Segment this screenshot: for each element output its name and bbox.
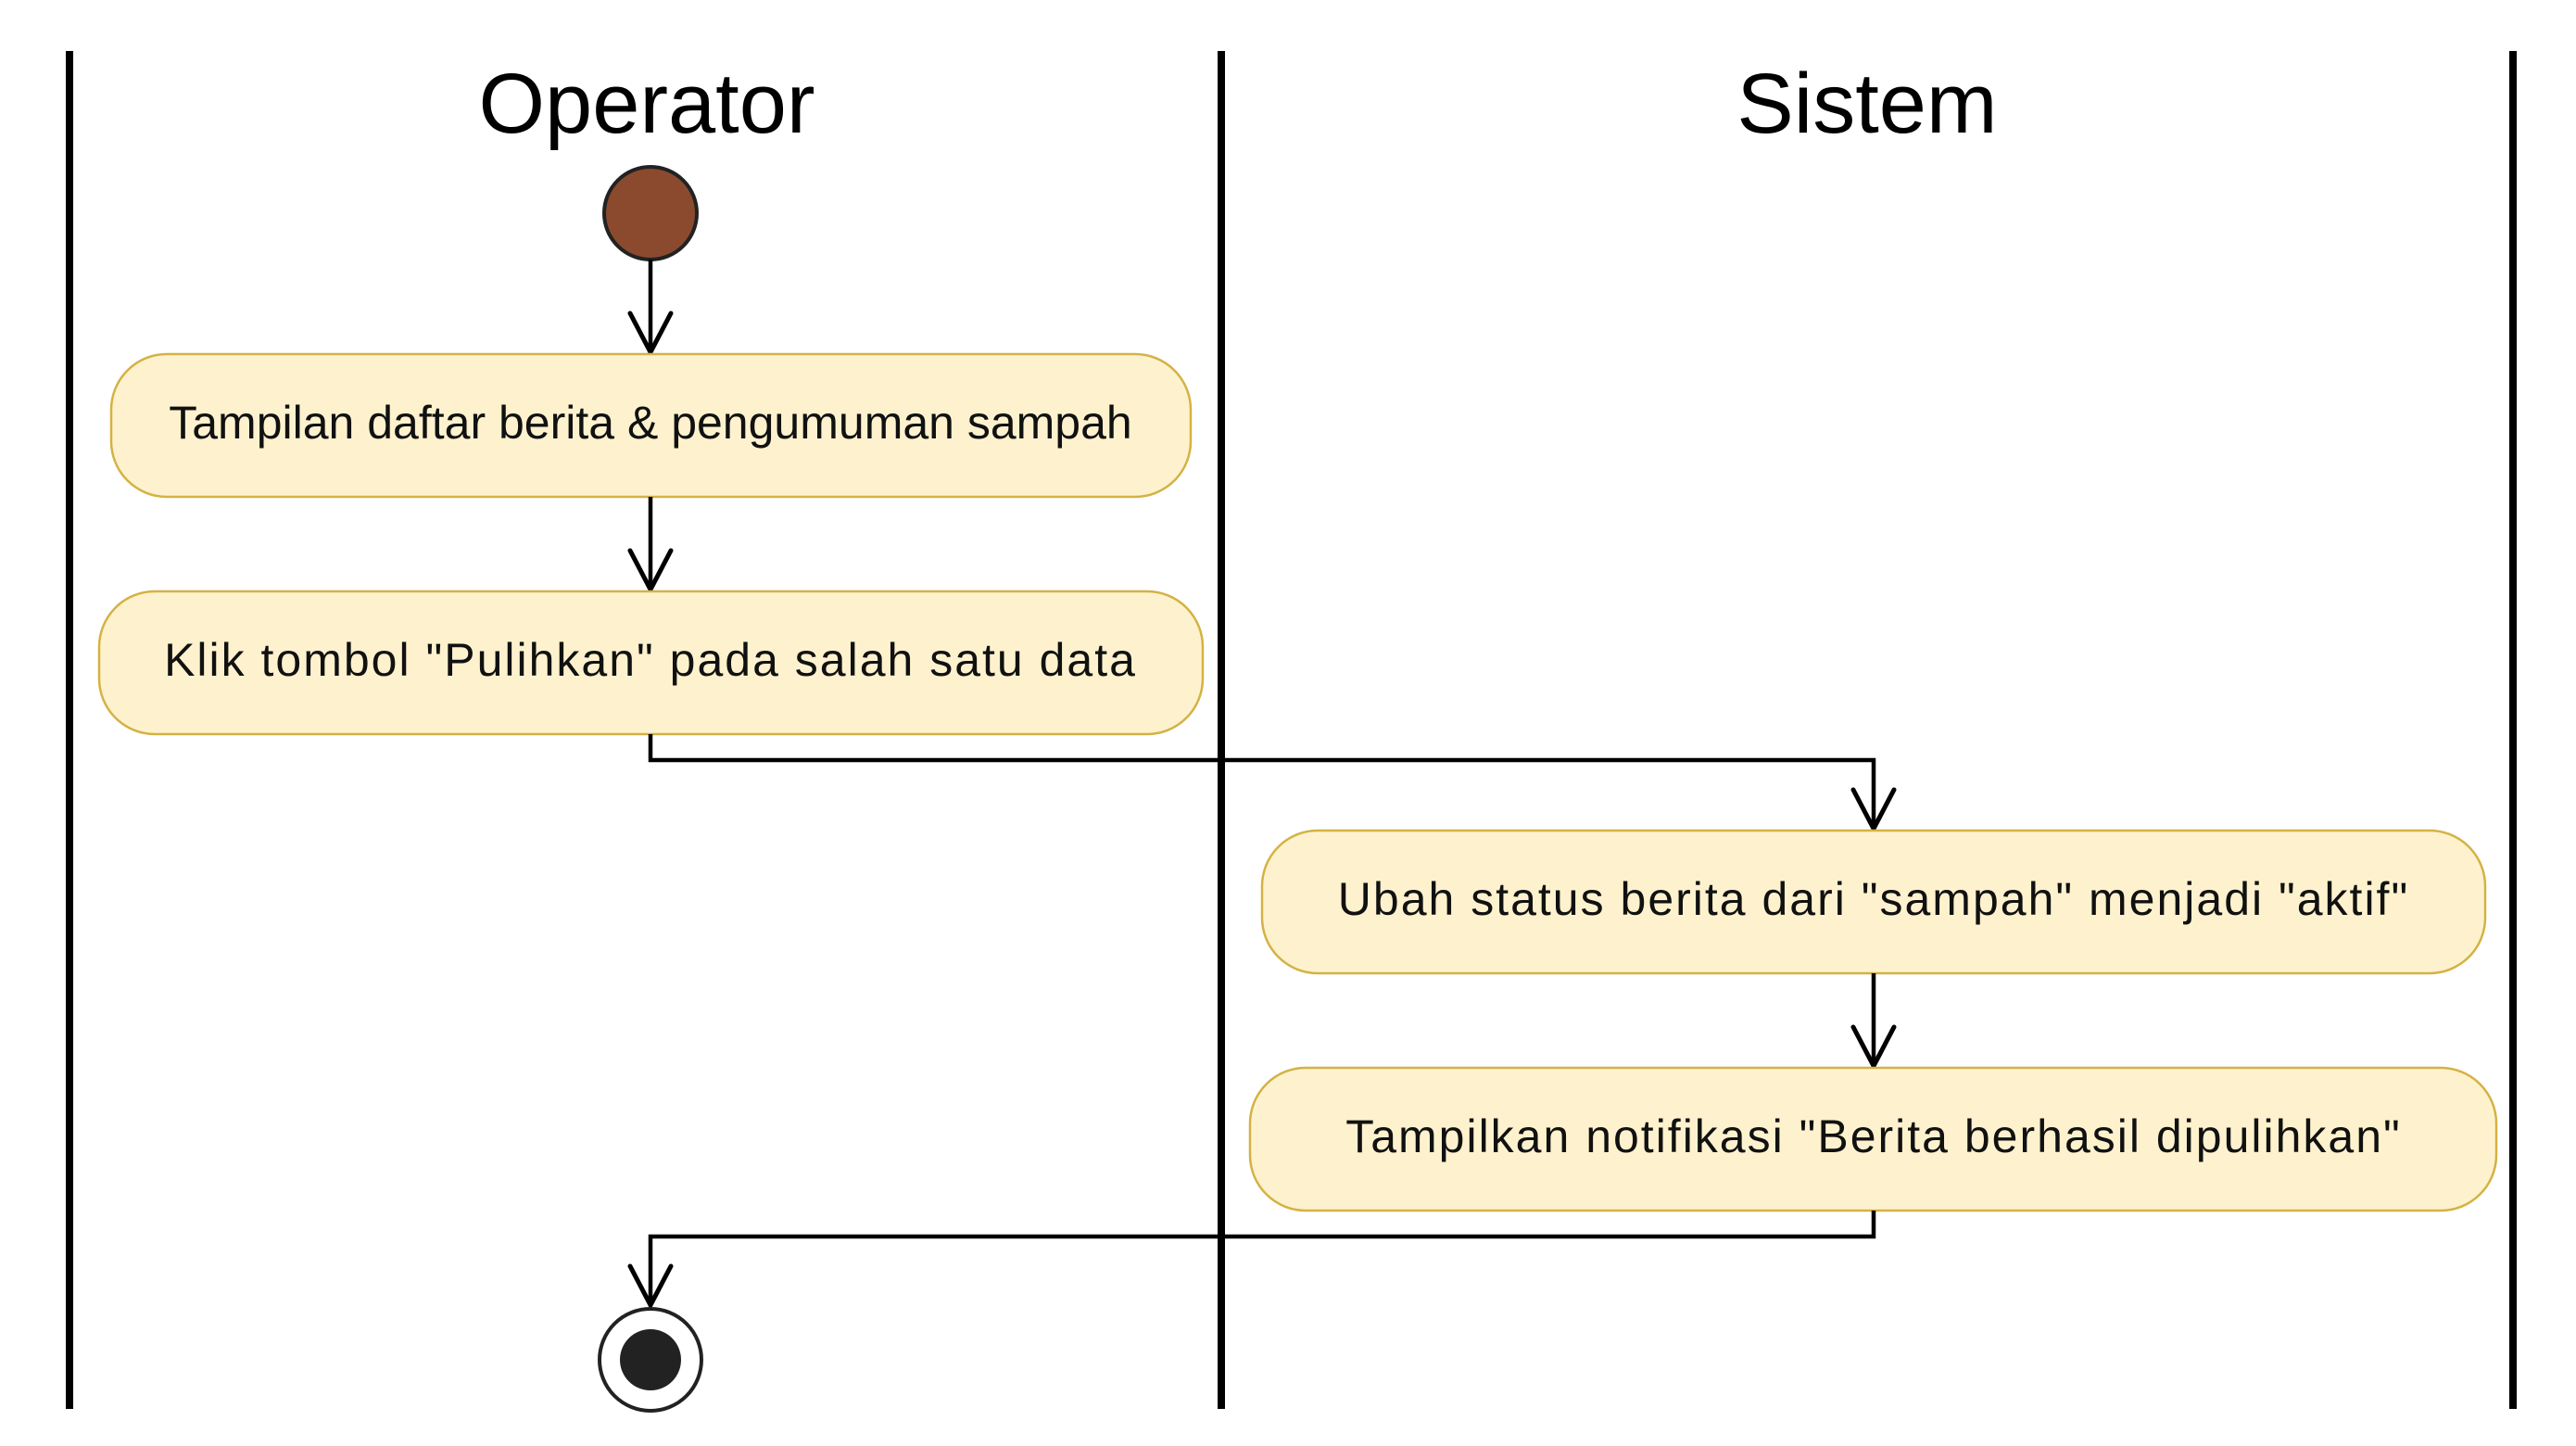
arrowhead-click-restore bbox=[627, 548, 674, 595]
action-view-list: Tampilan daftar berita & pengumuman samp… bbox=[109, 352, 1193, 499]
arrowhead-end bbox=[627, 1263, 674, 1311]
lane-title-operator: Operator bbox=[478, 57, 814, 151]
action-click-restore-label: Klik tombol "Pulihkan" pada salah satu d… bbox=[164, 634, 1137, 686]
action-change-status: Ubah status berita dari "sampah" menjadi… bbox=[1260, 829, 2487, 975]
end-node bbox=[598, 1307, 703, 1413]
action-show-notification-label: Tampilkan notifikasi "Berita berhasil di… bbox=[1345, 1110, 2402, 1162]
action-show-notification: Tampilkan notifikasi "Berita berhasil di… bbox=[1248, 1066, 2498, 1212]
flow-click-restore-to-change-status bbox=[648, 734, 1876, 827]
arrowhead-view-list bbox=[627, 311, 674, 358]
start-node bbox=[602, 165, 699, 261]
arrowhead-change-status bbox=[1850, 787, 1897, 834]
action-view-list-label: Tampilan daftar berita & pengumuman samp… bbox=[169, 397, 1131, 449]
lane-title-system: Sistem bbox=[1736, 57, 1997, 151]
end-node-core bbox=[620, 1329, 681, 1390]
arrowhead-show-notification bbox=[1850, 1024, 1897, 1072]
flow-show-notification-to-end bbox=[648, 1211, 1876, 1303]
action-change-status-label: Ubah status berita dari "sampah" menjadi… bbox=[1338, 873, 2409, 925]
action-click-restore: Klik tombol "Pulihkan" pada salah satu d… bbox=[97, 590, 1205, 736]
